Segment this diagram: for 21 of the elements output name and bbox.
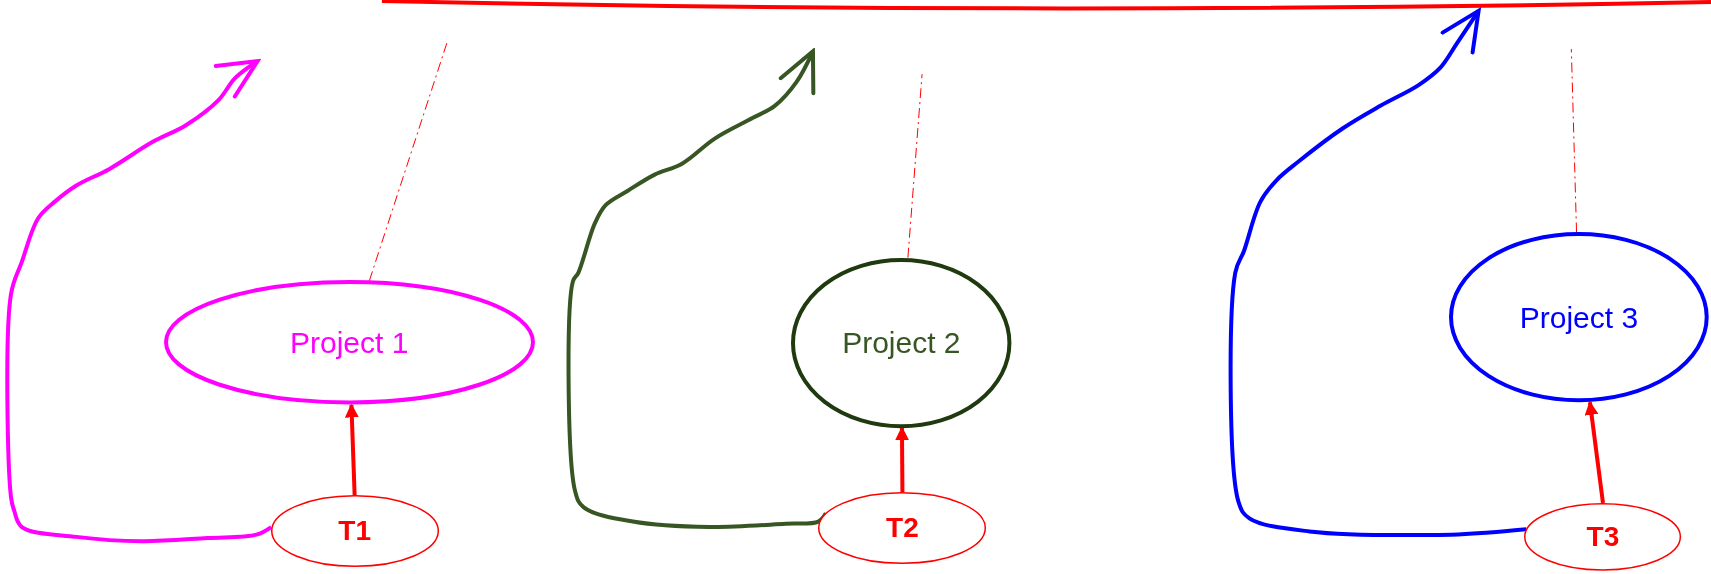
dash-dot-line [907, 73, 923, 259]
freehand-arrow [1228, 8, 1527, 538]
freehand-arrow [5, 59, 273, 544]
task-label: T2 [886, 512, 919, 545]
dash-dot-line [368, 40, 448, 282]
project-ellipse [1449, 232, 1709, 403]
project-label: Project 1 [289, 325, 409, 360]
dash-dot-line [1570, 48, 1578, 233]
project-label: Project 2 [842, 325, 961, 360]
arrow [1584, 400, 1605, 504]
freehand-arrow [566, 49, 828, 530]
project-ellipse [163, 280, 535, 405]
arrow [344, 403, 359, 496]
project-ellipse [791, 257, 1012, 428]
arrow [895, 426, 910, 493]
task-label: T1 [338, 515, 371, 548]
project-label: Project 3 [1519, 300, 1639, 335]
task-ellipse [1524, 503, 1682, 571]
task-ellipse [270, 495, 439, 568]
task-label: T3 [1586, 520, 1620, 553]
task-ellipse [818, 492, 987, 565]
